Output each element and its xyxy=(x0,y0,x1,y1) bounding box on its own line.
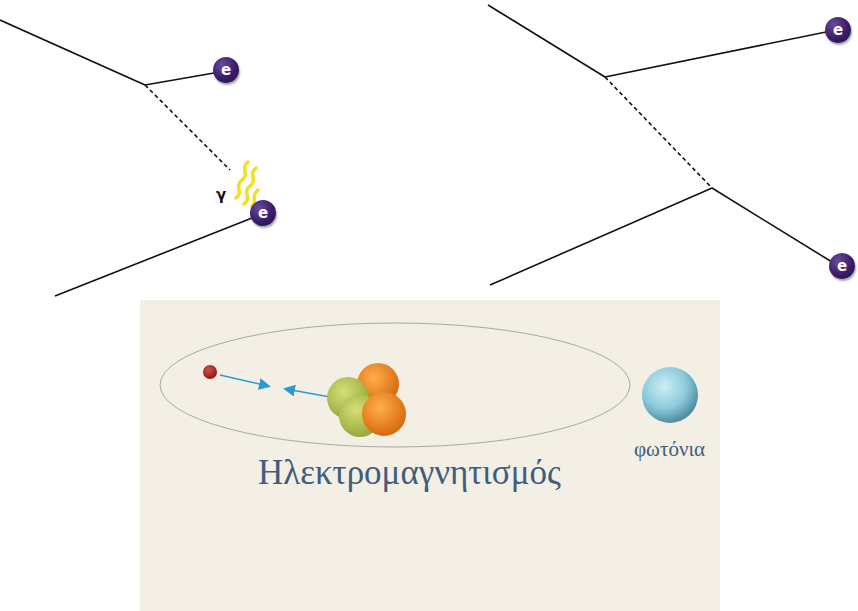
feynman-right xyxy=(488,5,832,285)
electron-circle: e xyxy=(250,200,276,226)
nucleus xyxy=(327,363,406,437)
photon-label: φωτόνια xyxy=(634,437,705,462)
particle-symbol: e xyxy=(833,23,843,38)
force-arrow xyxy=(220,375,268,386)
orbit xyxy=(160,323,630,447)
electron-circle: e xyxy=(213,57,239,83)
panel xyxy=(140,300,720,611)
electron xyxy=(203,365,217,379)
particle-symbol: e xyxy=(258,206,268,221)
particle-symbol: e xyxy=(221,63,231,78)
particle-symbol: e xyxy=(837,259,847,274)
panel-title: Ηλεκτρομαγνητισμός xyxy=(258,453,561,493)
electron-circle: e xyxy=(825,17,851,43)
photon-wiggle xyxy=(236,162,258,206)
gamma-label: γ xyxy=(216,186,226,204)
electron-circle: e xyxy=(829,253,855,279)
photon-sphere xyxy=(642,367,698,423)
feynman-left xyxy=(0,20,252,296)
force-arrow xyxy=(286,389,330,397)
